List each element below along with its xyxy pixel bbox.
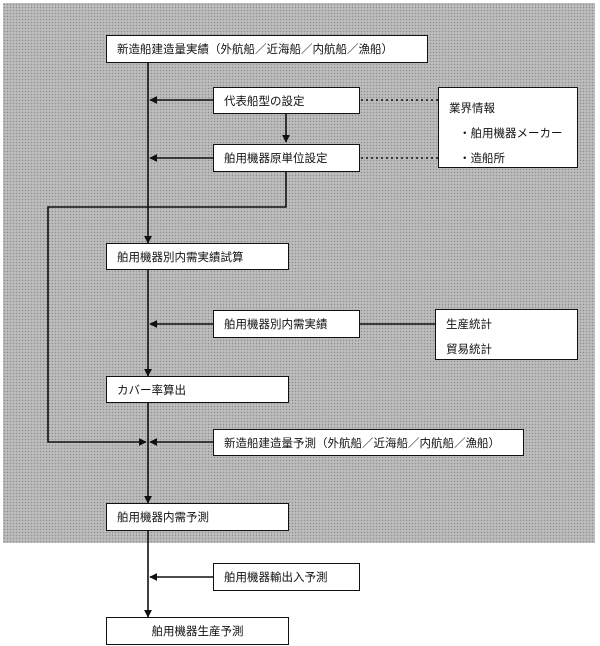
industry-info-title: 業界情報	[449, 101, 495, 115]
node-shipbuilding-actual: 新造船建造量実績（外航船／近海船／内航船／漁船）	[106, 35, 428, 63]
node-coverage-ratio: カバー率算出	[106, 376, 289, 403]
node-shipbuilding-forecast: 新造船建造量予測（外航船／近海船／内航船／漁船）	[213, 429, 524, 456]
loop-unit-setting-left	[47, 171, 287, 446]
node-production-forecast: 舶用機器生産予測	[106, 617, 289, 645]
node-domestic-demand-actual: 舶用機器別内需実績	[213, 310, 360, 338]
statistics-item: 貿易統計	[446, 342, 492, 356]
industry-info-item: ・造船所	[459, 151, 505, 165]
industry-info-item: ・舶用機器メーカー	[459, 126, 563, 140]
statistics-item: 生産統計	[446, 317, 492, 331]
node-equipment-unit-setting: 舶用機器原単位設定	[213, 144, 360, 172]
node-domestic-demand-forecast: 舶用機器内需予測	[106, 503, 289, 531]
node-import-export-forecast: 舶用機器輸出入予測	[213, 563, 360, 591]
node-domestic-demand-estimate: 舶用機器別内需実績試算	[106, 243, 289, 270]
node-industry-info: 業界情報 ・舶用機器メーカー ・造船所	[438, 87, 578, 168]
node-representative-ship-type: 代表船型の設定	[213, 87, 360, 114]
node-statistics: 生産統計 貿易統計	[435, 309, 578, 360]
